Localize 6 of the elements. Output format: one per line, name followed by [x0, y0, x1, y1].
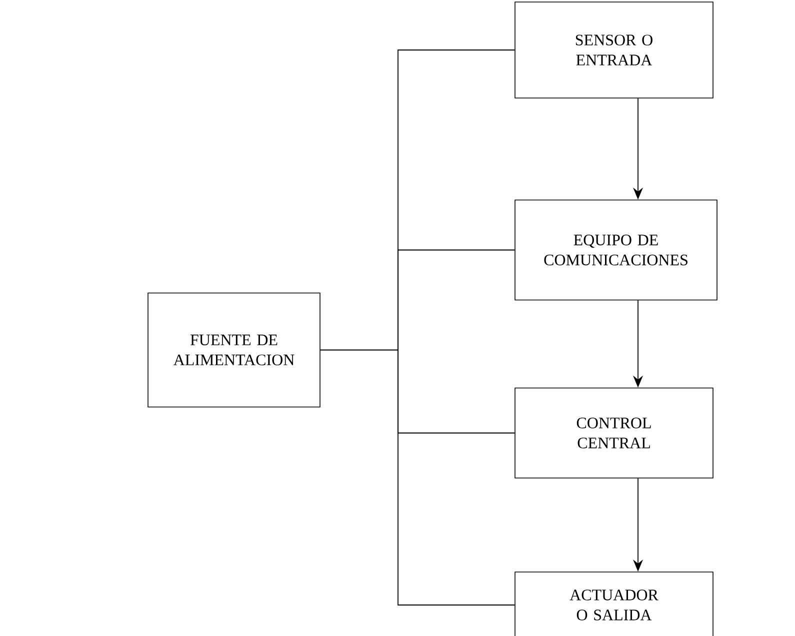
block-box: ACTUADOR O SALIDA	[514, 572, 714, 636]
connector-line	[320, 350, 516, 606]
block-box: CONTROL CENTRAL	[514, 388, 714, 478]
block-box: EQUIPO DE COMUNICACIONES	[514, 200, 718, 300]
block-box: FUENTE DE ALIMENTACION	[148, 292, 320, 408]
block-box: SENSOR O ENTRADA	[514, 2, 714, 98]
